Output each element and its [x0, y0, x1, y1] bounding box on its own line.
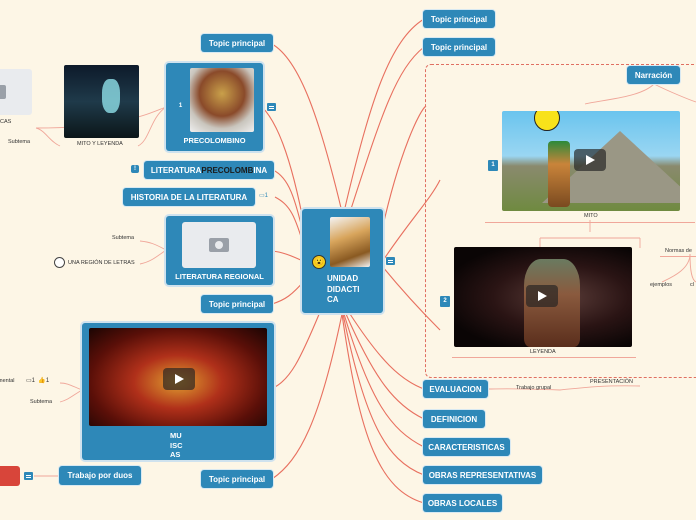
- leyenda-badge: 2: [440, 296, 450, 307]
- literatura-post-text: INA: [253, 166, 267, 175]
- literatura-highlight-text: PRECOLOMB: [201, 166, 253, 175]
- mito-label: MITO: [584, 213, 598, 219]
- regional-image-placeholder: [182, 222, 256, 268]
- central-topic-card[interactable]: 😮 UNIDAD DIDACTI CA: [302, 209, 383, 313]
- mito-leyenda-image[interactable]: [64, 65, 139, 138]
- mito-play-button-icon[interactable]: [574, 149, 606, 171]
- subtema-a-label: Subtema: [8, 139, 30, 145]
- mental-label: mental: [0, 378, 15, 384]
- muiscas-label-line-2: ISC: [170, 441, 183, 451]
- historia-comment-count[interactable]: ▭1: [259, 192, 268, 199]
- muiscas-label-line-1: MU: [170, 431, 183, 441]
- region-letras-label: UNA REGIÓN DE LETRAS: [68, 260, 135, 266]
- trabajo-duos-note-icon[interactable]: [24, 472, 33, 480]
- cas-label: CAS: [0, 119, 11, 125]
- precolombino-badge: 1: [176, 101, 185, 111]
- muiscas-play-button-icon[interactable]: [163, 368, 195, 390]
- muiscas-stats[interactable]: ▭1 👍1: [26, 377, 49, 384]
- central-figure-image: [330, 217, 370, 267]
- camera-icon-regional: [209, 238, 229, 252]
- obras-locales-node[interactable]: OBRAS LOCALES: [423, 494, 502, 512]
- subtema-c-label: Subtema: [30, 399, 52, 405]
- mito-underline: [485, 222, 695, 223]
- cas-image-placeholder[interactable]: [0, 69, 32, 115]
- sun-shape: [534, 111, 560, 131]
- camera-icon: [0, 85, 6, 99]
- normas-label: Normas de: [665, 248, 692, 254]
- leyenda-underline: [452, 357, 636, 358]
- normas-underline: [660, 256, 696, 257]
- ejemplos-label: ejemplos: [650, 282, 672, 288]
- central-title-line-2: DIDACTI: [327, 285, 359, 296]
- literatura-alert-badge: !: [131, 165, 139, 173]
- definicion-node[interactable]: DEFINICION: [423, 410, 485, 428]
- clock-icon: [54, 257, 65, 268]
- region-letras-item[interactable]: UNA REGIÓN DE LETRAS: [54, 257, 135, 268]
- literatura-pre-text: LITERATURA: [151, 166, 202, 175]
- precolombino-note-icon[interactable]: [267, 103, 276, 111]
- topic-principal-left-1[interactable]: Topic principal: [201, 34, 273, 52]
- topic-principal-right-2[interactable]: Topic principal: [423, 38, 495, 56]
- historia-literatura-node[interactable]: HISTORIA DE LA LITERATURA: [123, 188, 255, 206]
- mito-badge: 1: [488, 160, 498, 171]
- narracion-node[interactable]: Narración: [627, 66, 680, 84]
- mito-video-thumbnail[interactable]: [502, 111, 680, 211]
- muiscas-comment-count: 1: [32, 378, 35, 384]
- evaluacion-node[interactable]: EVALUACION: [423, 380, 488, 398]
- muiscas-label-line-3: AS: [170, 450, 183, 460]
- muiscas-video-thumbnail: [89, 328, 267, 426]
- mito-leyenda-label: MITO Y LEYENDA: [77, 141, 123, 147]
- like-icon: 👍: [38, 378, 45, 384]
- historia-comment-count-value: 1: [265, 193, 268, 199]
- literatura-regional-label: LITERATURA REGIONAL: [166, 272, 273, 281]
- trabajo-grupal-label: Trabajo grupal: [516, 385, 551, 391]
- topic-principal-left-3[interactable]: Topic principal: [201, 470, 273, 488]
- central-title-line-1: UNIDAD: [327, 274, 359, 285]
- cl-label: cl: [690, 282, 694, 288]
- precolombino-label: PRECOLOMBINO: [166, 136, 263, 145]
- presentacion-label: PRESENTACIÓN: [590, 379, 633, 385]
- literatura-regional-card[interactable]: LITERATURA REGIONAL: [166, 216, 273, 285]
- left-edge-red-node[interactable]: [0, 466, 20, 486]
- precolombino-image: [190, 68, 254, 132]
- muiscas-card[interactable]: MU ISC AS: [82, 323, 274, 460]
- central-title-line-3: CA: [327, 295, 359, 306]
- surprised-emoji-icon: 😮: [312, 255, 326, 269]
- leyenda-label: LEYENDA: [530, 349, 556, 355]
- warrior-figure: [548, 141, 570, 207]
- leyenda-video-thumbnail[interactable]: [454, 247, 632, 347]
- topic-principal-right-1[interactable]: Topic principal: [423, 10, 495, 28]
- caracteristicas-node[interactable]: CARACTERISTICAS: [423, 438, 510, 456]
- obras-representativas-node[interactable]: OBRAS REPRESENTATIVAS: [423, 466, 542, 484]
- central-note-icon[interactable]: [386, 257, 395, 265]
- topic-principal-left-2[interactable]: Topic principal: [201, 295, 273, 313]
- subtema-b-label: Subtema: [112, 235, 134, 241]
- muiscas-like-count: 1: [46, 378, 49, 384]
- leyenda-play-button-icon[interactable]: [526, 285, 558, 307]
- trabajo-duos-node[interactable]: Trabajo por duos: [59, 466, 141, 485]
